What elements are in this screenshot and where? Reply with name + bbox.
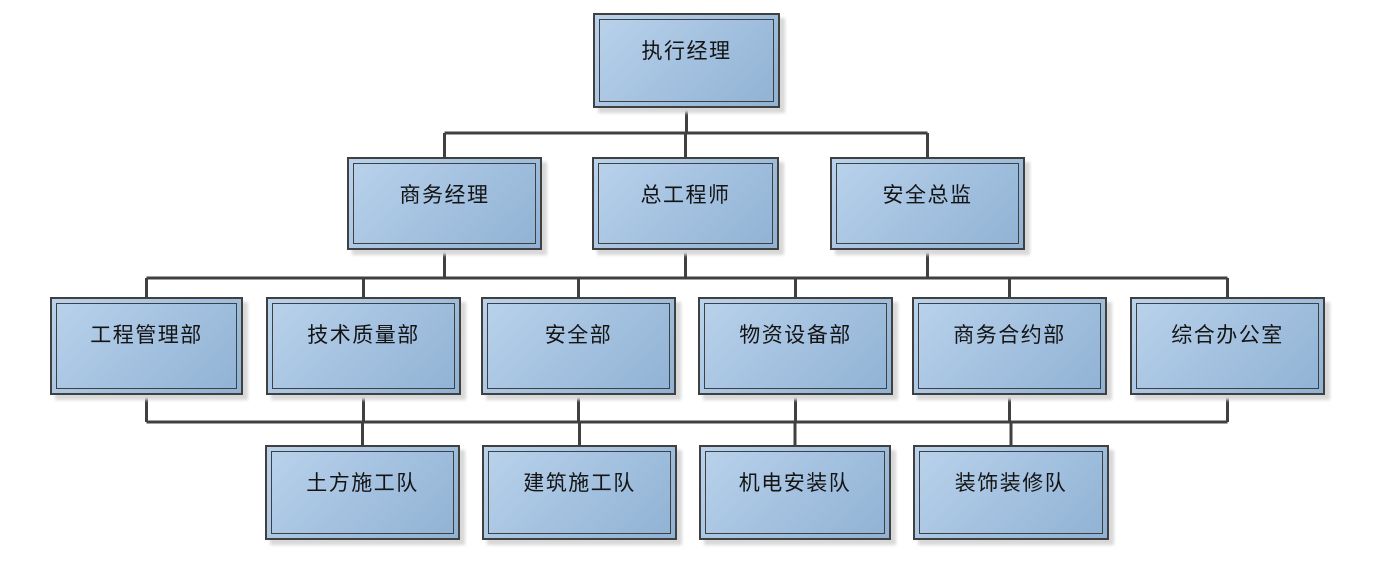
org-node-label: 建筑施工队: [523, 471, 636, 495]
org-node-label: 物资设备部: [739, 323, 852, 347]
connector-level-1: [443, 108, 929, 157]
org-node-dept-materials: 物资设备部: [698, 297, 893, 395]
org-node-inner-frame: 综合办公室: [1136, 303, 1319, 389]
org-node-inner-frame: 安全总监: [836, 163, 1019, 244]
org-node-label: 总工程师: [640, 183, 731, 207]
org-node-label: 综合办公室: [1171, 323, 1284, 347]
org-node-team-mep: 机电安装队: [699, 445, 891, 540]
org-node-label: 执行经理: [641, 39, 732, 63]
org-node-label: 商务经理: [399, 183, 490, 207]
org-node-label: 安全总监: [882, 183, 973, 207]
org-node-inner-frame: 执行经理: [599, 19, 774, 102]
org-node-inner-frame: 工程管理部: [56, 303, 237, 389]
org-node-team-earthwork: 土方施工队: [265, 445, 460, 540]
org-node-label: 装饰装修队: [954, 471, 1068, 495]
org-node-inner-frame: 建筑施工队: [488, 451, 671, 534]
org-node-inner-frame: 物资设备部: [704, 303, 887, 389]
org-node-safety-director: 安全总监: [830, 157, 1025, 250]
org-node-team-construction: 建筑施工队: [482, 445, 677, 540]
org-node-inner-frame: 技术质量部: [272, 303, 455, 389]
org-node-chief-engineer: 总工程师: [592, 157, 779, 250]
connector-level-3: [145, 395, 1229, 445]
org-node-label: 机电安装队: [738, 471, 852, 495]
org-node-dept-office: 综合办公室: [1130, 297, 1325, 395]
org-node-dept-engineering: 工程管理部: [50, 297, 243, 395]
org-node-exec: 执行经理: [593, 13, 780, 108]
org-node-inner-frame: 土方施工队: [271, 451, 454, 534]
org-node-label: 商务合约部: [953, 323, 1066, 347]
org-node-dept-contracts: 商务合约部: [912, 297, 1107, 395]
org-node-biz-manager: 商务经理: [347, 157, 542, 250]
org-node-dept-safety: 安全部: [481, 297, 676, 395]
org-node-dept-tech-quality: 技术质量部: [266, 297, 461, 395]
org-node-inner-frame: 商务经理: [353, 163, 536, 244]
org-node-team-decoration: 装饰装修队: [913, 445, 1109, 540]
org-node-label: 技术质量部: [307, 323, 420, 347]
org-node-inner-frame: 商务合约部: [918, 303, 1101, 389]
org-node-label: 工程管理部: [90, 323, 203, 347]
org-node-inner-frame: 总工程师: [598, 163, 773, 244]
org-node-inner-frame: 安全部: [487, 303, 670, 389]
org-node-inner-frame: 机电安装队: [705, 451, 885, 534]
org-node-label: 土方施工队: [306, 471, 419, 495]
org-node-inner-frame: 装饰装修队: [919, 451, 1103, 534]
org-node-label: 安全部: [544, 323, 613, 347]
connector-level-2: [145, 250, 1229, 297]
